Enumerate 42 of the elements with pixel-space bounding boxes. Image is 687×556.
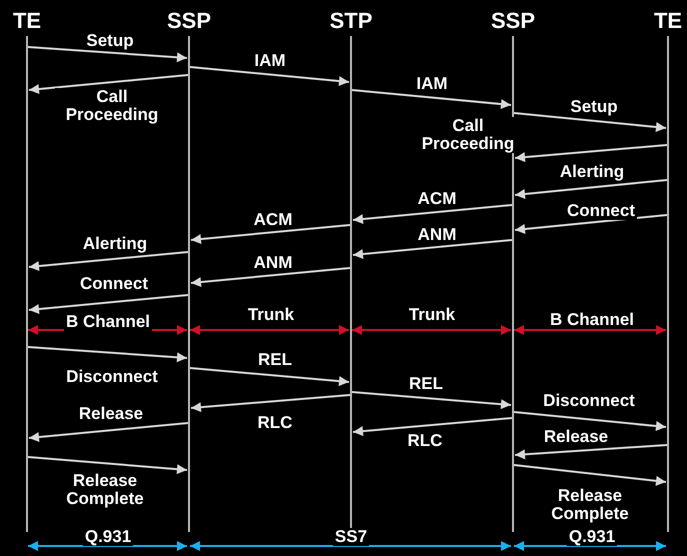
double-arrow xyxy=(190,541,511,551)
message-arrow xyxy=(28,46,188,62)
edge-label: Q.931 xyxy=(566,528,618,546)
message-arrow xyxy=(190,367,350,386)
participant-heading: TE xyxy=(654,8,682,34)
edge-label: Q.931 xyxy=(82,528,134,546)
message-arrow xyxy=(352,417,512,436)
edge-label: Setup xyxy=(568,98,620,116)
edge-label: B Channel xyxy=(64,313,152,331)
message-arrow xyxy=(28,422,188,442)
message-arrow xyxy=(28,456,188,474)
message-arrow xyxy=(514,464,666,486)
participant-heading: TE xyxy=(12,8,42,34)
message-arrow xyxy=(28,294,188,314)
message-arrow xyxy=(190,394,350,412)
message-arrow xyxy=(514,214,668,234)
message-arrow xyxy=(352,391,512,410)
message-arrow xyxy=(190,267,350,288)
message-arrow xyxy=(514,144,668,162)
message-arrow xyxy=(28,346,188,362)
participant-heading: SSP xyxy=(166,8,212,34)
message-arrow xyxy=(352,239,512,260)
message-arrow xyxy=(514,444,668,460)
edge-label: Connect xyxy=(565,202,637,220)
participant-heading: SSP xyxy=(490,8,536,34)
message-arrow xyxy=(352,204,512,224)
double-arrow xyxy=(514,541,666,551)
edge-label: SS7 xyxy=(332,528,370,546)
message-arrow xyxy=(28,74,188,94)
message-arrow xyxy=(352,89,512,110)
participant-heading: STP xyxy=(330,8,372,34)
message-arrow xyxy=(190,66,350,86)
edge-label: Setup xyxy=(84,32,136,50)
double-arrow xyxy=(28,541,187,551)
double-arrow xyxy=(514,325,666,335)
message-arrow xyxy=(514,179,668,199)
message-arrow xyxy=(514,112,666,132)
message-arrow xyxy=(28,251,188,272)
message-arrow xyxy=(190,224,350,244)
double-arrow xyxy=(352,325,511,335)
double-arrow xyxy=(190,325,349,335)
message-arrow xyxy=(514,411,666,431)
